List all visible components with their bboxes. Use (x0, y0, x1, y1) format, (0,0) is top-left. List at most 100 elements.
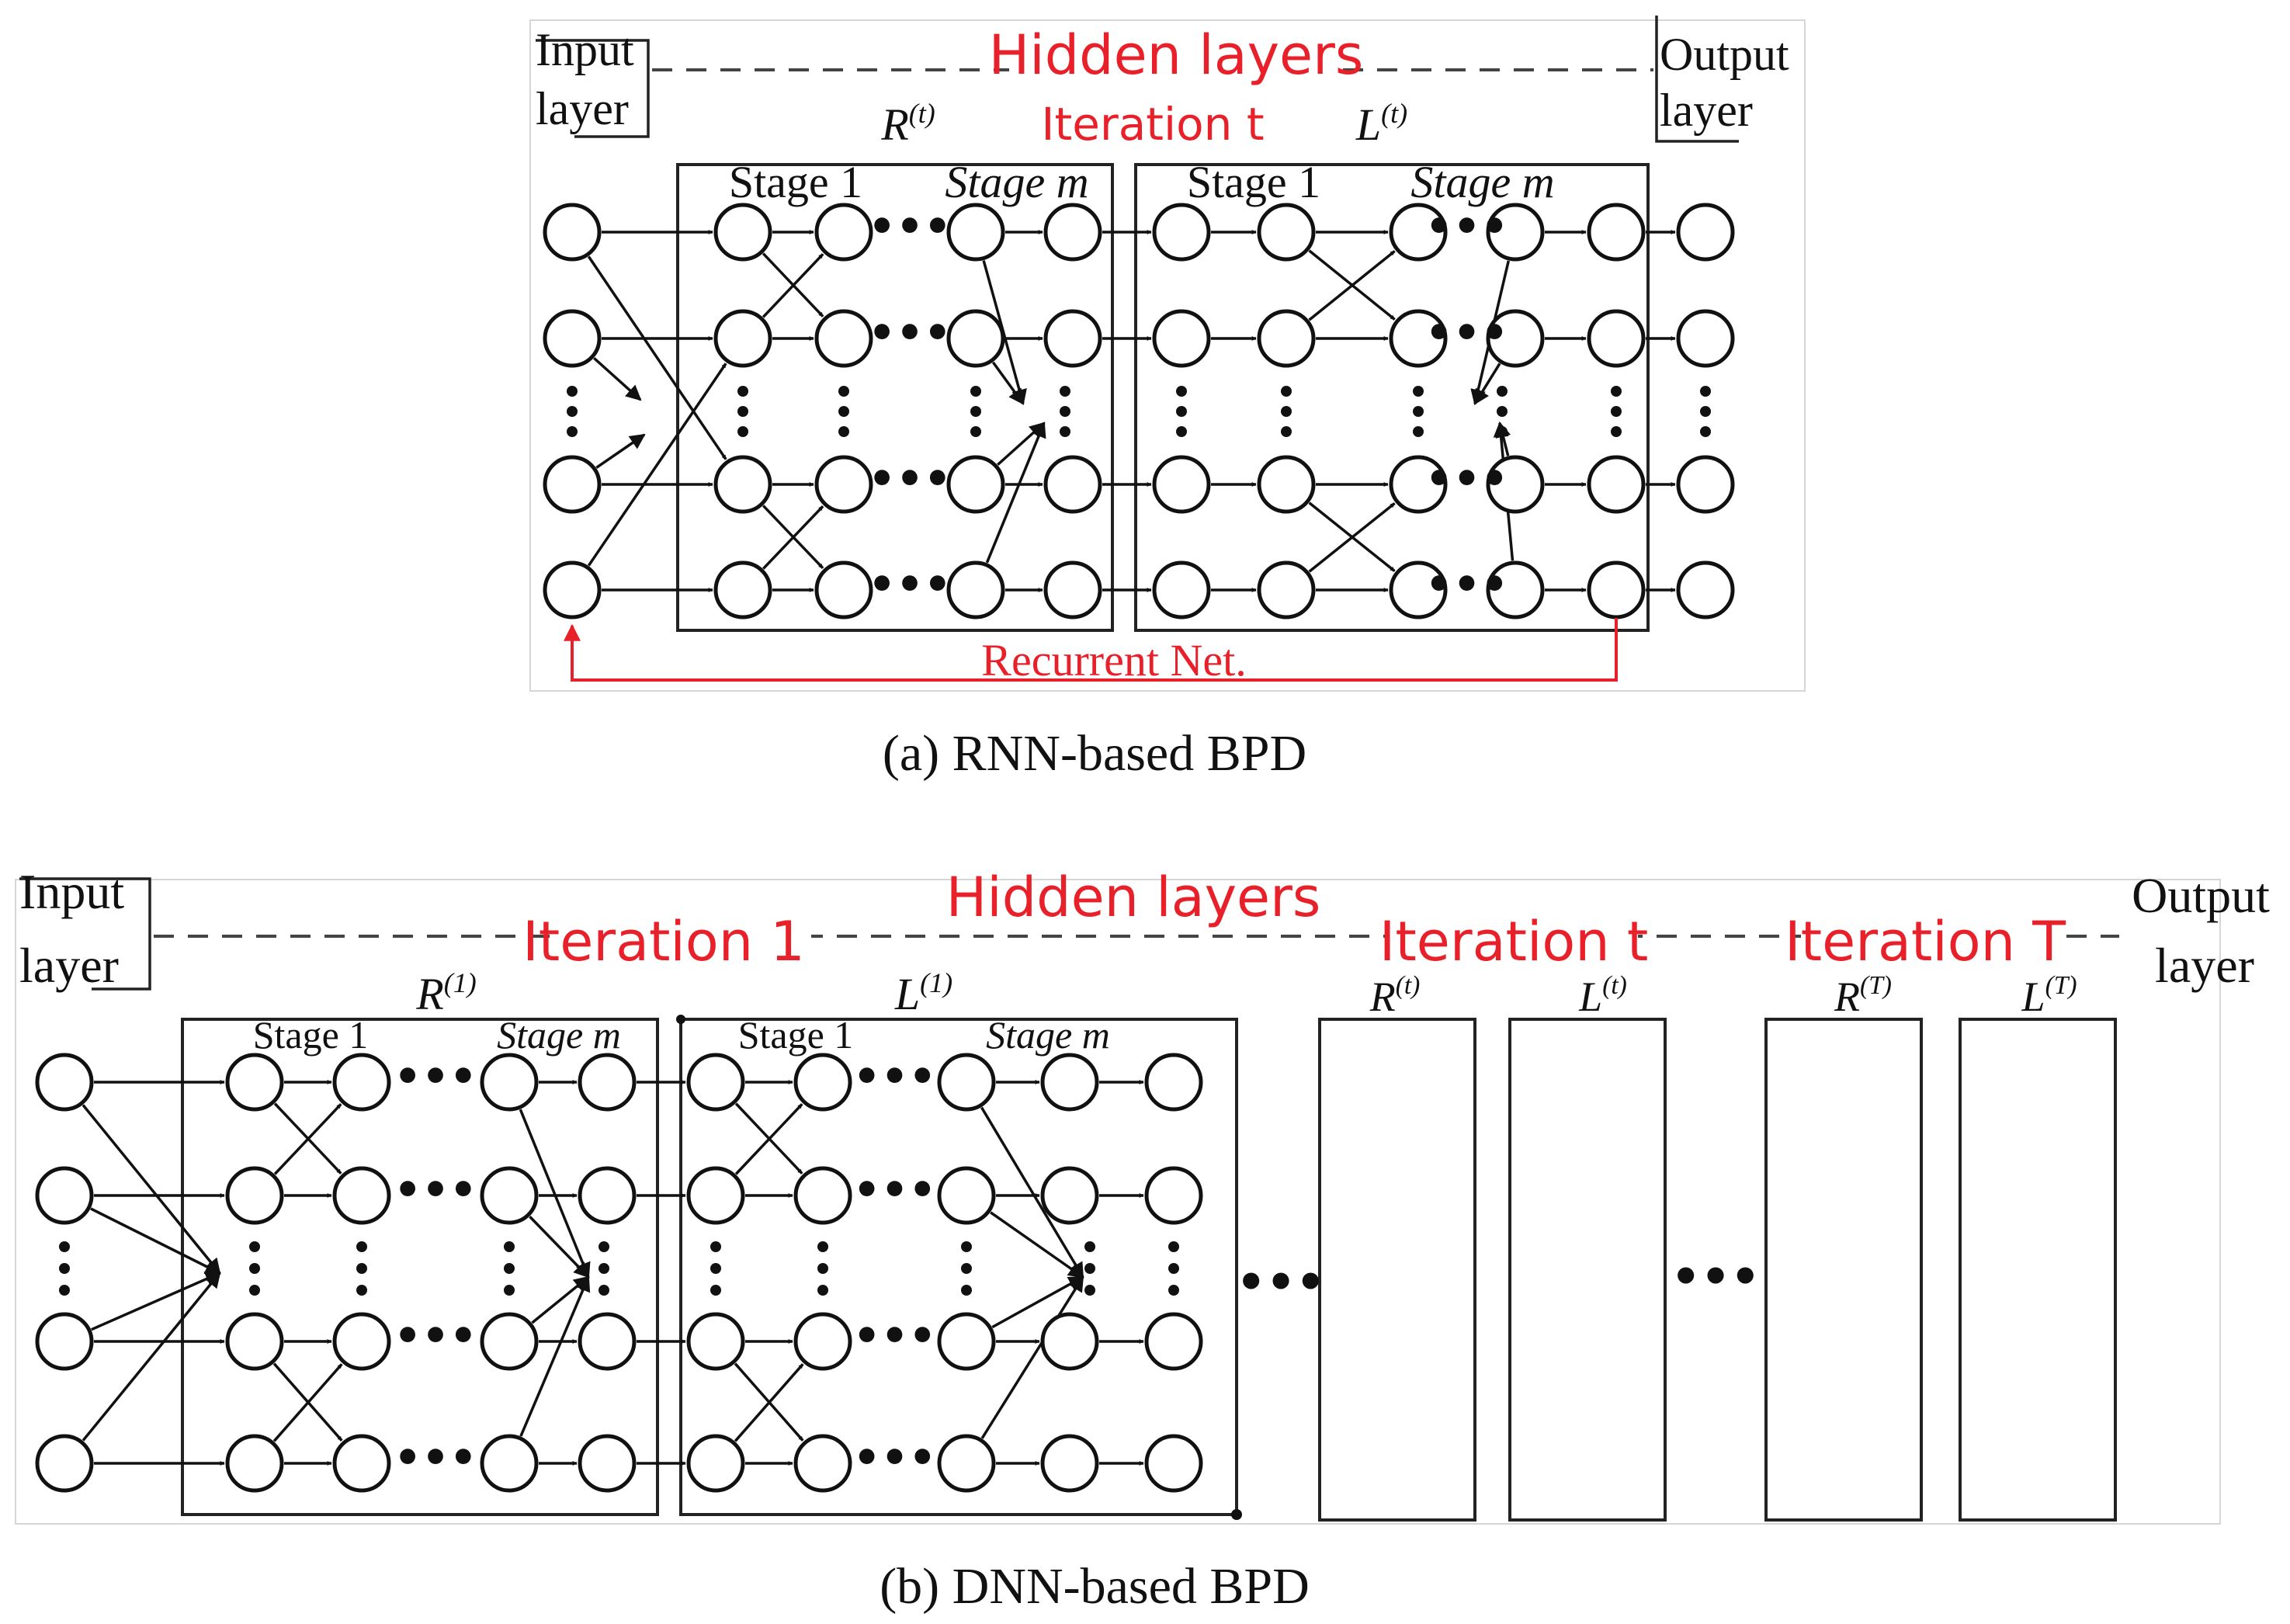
vertical-ellipsis (1176, 386, 1187, 437)
stage-1-label: Stage 1 (1187, 157, 1320, 207)
stage-1-label: Stage 1 (738, 1013, 854, 1057)
vertical-ellipsis-dot (567, 386, 578, 397)
vertical-ellipsis-dot (1413, 406, 1424, 417)
horizontal-ellipsis: ••• (868, 454, 951, 505)
network-a: •••••••••••••••••••••••• (543, 202, 1735, 619)
horizontal-ellipsis: ••• (1425, 202, 1508, 252)
r-1-box (181, 1018, 659, 1516)
neuron-node (225, 1434, 284, 1493)
input-layer-bracket (536, 39, 650, 138)
vertical-ellipsis-dot (1168, 1285, 1179, 1296)
vertical-ellipsis-dot (817, 1241, 828, 1252)
vertical-ellipsis-dot (1084, 1241, 1095, 1252)
neuron-node (225, 1312, 284, 1371)
vertical-ellipsis-dot (504, 1285, 515, 1296)
neuron-node (713, 203, 772, 262)
vertical-ellipsis (356, 1241, 367, 1296)
neuron-node (332, 1053, 391, 1112)
neuron-node (1043, 560, 1102, 619)
neuron-node (1040, 1053, 1099, 1112)
neuron-node (1257, 455, 1316, 514)
vertical-ellipsis (710, 1241, 721, 1296)
cross-edge (272, 1363, 343, 1442)
neuron-node (1587, 560, 1646, 619)
cross-edge (762, 505, 824, 570)
vertical-ellipsis-dot (737, 406, 748, 417)
panel-b-frame (15, 879, 2221, 1525)
neuron-node (1676, 560, 1735, 619)
cross-edge (587, 363, 727, 567)
l-1-label: L(1) (894, 967, 952, 1019)
caption-b: (b) DNN-based BPD (880, 1558, 1310, 1615)
vertical-ellipsis-dot (1611, 386, 1622, 397)
r-1-label: R(1) (415, 967, 476, 1019)
vertical-ellipsis-dot (1497, 386, 1508, 397)
vertical-ellipsis-dot (970, 426, 981, 437)
neuron-node (946, 309, 1005, 368)
fan-in-edge (90, 1207, 221, 1275)
l-T-label: L(T) (2021, 971, 2077, 1020)
fan-in-edge (990, 1211, 1084, 1279)
cross-edge (734, 1103, 803, 1175)
fan-in-edge (82, 1104, 221, 1275)
corner-dot (1231, 1509, 1242, 1520)
neuron-node (35, 1434, 94, 1493)
cross-edge (273, 1103, 342, 1175)
vertical-ellipsis-dot (249, 1241, 260, 1252)
output-layer-label-1: Output (2132, 868, 2270, 923)
neuron-node (1144, 1166, 1203, 1225)
neuron-node (480, 1166, 539, 1225)
vertical-ellipsis-dot (567, 406, 578, 417)
vertical-ellipsis (838, 386, 849, 437)
neuron-node (480, 1312, 539, 1371)
vertical-ellipsis (1060, 386, 1070, 437)
cross-edge (1308, 250, 1396, 321)
fan-in-edge (519, 1109, 591, 1279)
neuron-node (937, 1312, 996, 1371)
input-layer-label-1: Input (19, 864, 124, 919)
neuron-node (1144, 1434, 1203, 1493)
neuron-node (1257, 560, 1316, 619)
neuron-node (793, 1434, 852, 1493)
vertical-ellipsis (961, 1241, 972, 1296)
fan-in-edge (997, 422, 1046, 466)
vertical-ellipsis-dot (1176, 426, 1187, 437)
vertical-ellipsis-dot (59, 1241, 70, 1252)
neuron-node (1587, 455, 1646, 514)
vertical-ellipsis-dot (1084, 1263, 1095, 1274)
l-T-box (1959, 1018, 2117, 1522)
neuron-node (686, 1053, 745, 1112)
horizontal-ellipsis: ••• (1425, 308, 1508, 359)
vertical-ellipsis-dot (504, 1263, 515, 1274)
horizontal-ellipsis: ••• (394, 1433, 477, 1483)
neuron-node (1486, 455, 1545, 514)
neuron-node (543, 455, 602, 514)
iteration-T-label-bg (1801, 908, 2057, 963)
vertical-ellipsis-dot (599, 1241, 609, 1252)
vertical-ellipsis-dot (249, 1285, 260, 1296)
neuron-node (1043, 455, 1102, 514)
cross-edge (587, 255, 727, 460)
input-layer-label-1: Input (536, 24, 634, 75)
vertical-ellipsis-dot (737, 426, 748, 437)
vertical-ellipsis-dot (1168, 1241, 1179, 1252)
stage-1-label: Stage 1 (729, 157, 862, 207)
neuron-node (578, 1434, 637, 1493)
horizontal-ellipsis: ••• (853, 1311, 936, 1362)
panel-b-dnn: Input layer Hidden layers Iteration 1 It… (15, 864, 2270, 1615)
neuron-node (793, 1166, 852, 1225)
iteration-T-label: Iteration T (1785, 910, 2066, 973)
vertical-ellipsis-dot (356, 1285, 367, 1296)
vertical-ellipsis-dot (1060, 406, 1070, 417)
vertical-ellipsis-dot (970, 386, 981, 397)
vertical-ellipsis-dot (1611, 426, 1622, 437)
fan-in-edge (991, 361, 1025, 405)
neuron-node (578, 1166, 637, 1225)
vertical-ellipsis (59, 1241, 70, 1296)
input-layer-label-2: layer (536, 83, 629, 134)
horizontal-ellipsis: ••• (394, 1311, 477, 1362)
ellipsis-between-iterations: ••• (1671, 1250, 1760, 1304)
fan-in-edge (91, 1272, 221, 1331)
vertical-ellipsis-dot (817, 1263, 828, 1274)
vertical-ellipsis (970, 386, 981, 437)
